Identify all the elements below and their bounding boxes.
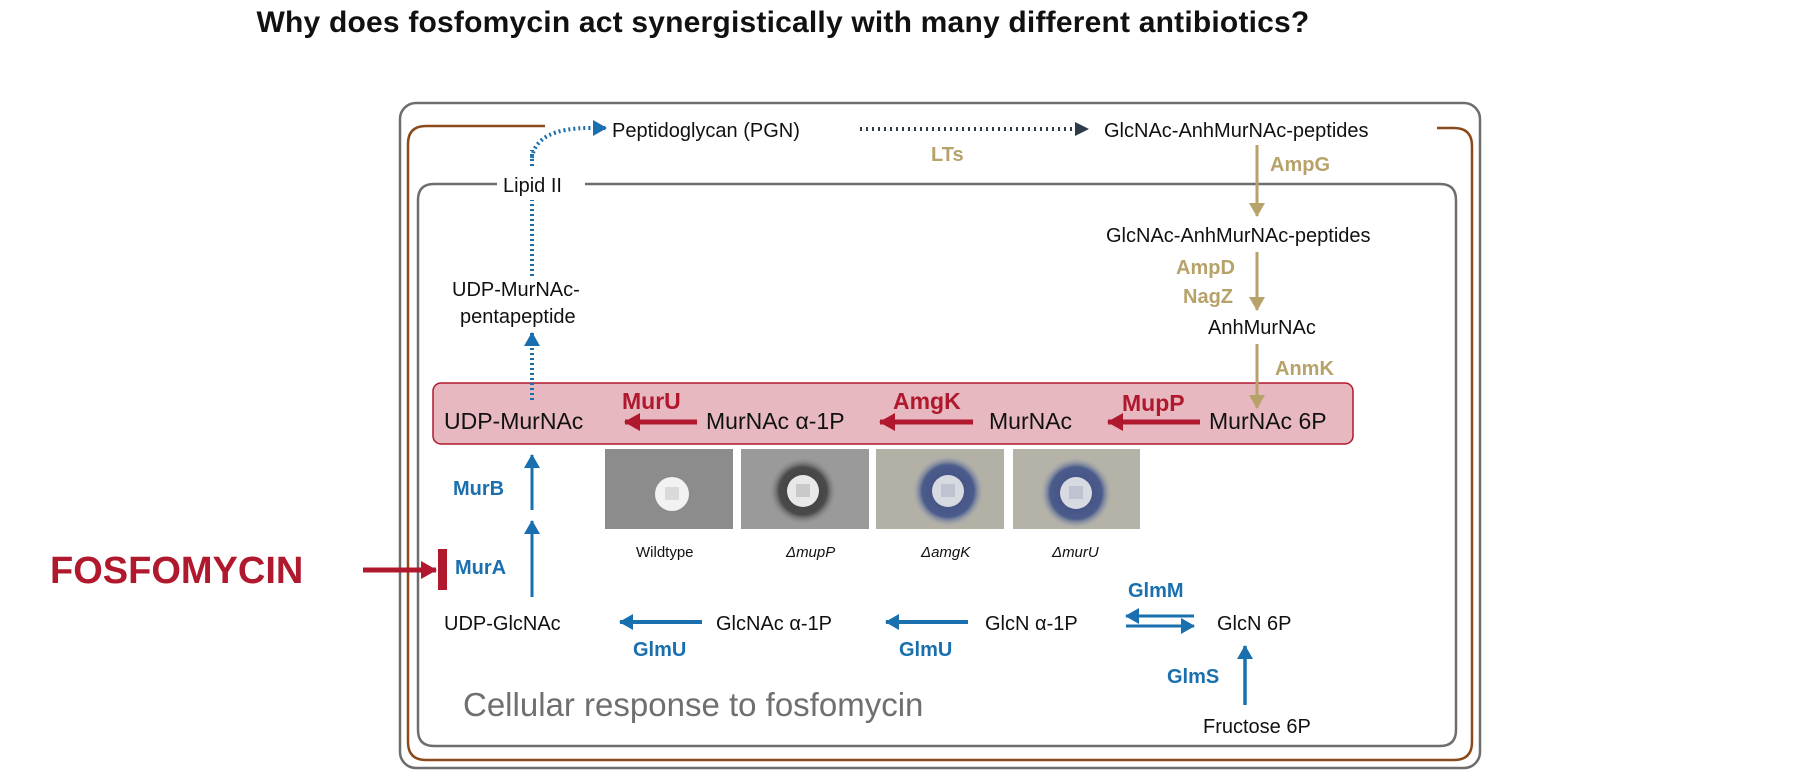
inhibition-bar [438,549,447,590]
ampg-enzyme-label: AmpG [1270,154,1330,176]
mupp-enzyme-label: MupP [1122,390,1185,416]
plate-caption-muru: ΔmurU [1051,544,1099,561]
inner-membrane [416,182,1458,748]
peptides-periplasm-label: GlcNAc-AnhMurNAc-peptides [1104,120,1369,142]
udp-glcnac-label: UDP-GlcNAc [444,613,561,635]
glmu-enzyme-label-2: GlmU [899,639,952,661]
anhmurnac-label: AnhMurNAc [1208,317,1316,339]
nagz-enzyme-label: NagZ [1183,286,1233,308]
outer-membrane [406,124,1474,762]
udp-murnac-pentapeptide-label-2: pentapeptide [460,306,576,328]
lts-enzyme-label: LTs [931,144,964,166]
diagram-subtitle: Cellular response to fosfomycin [463,686,923,723]
udp-murnac-pentapeptide-label: UDP-MurNAc- [452,279,580,301]
plate-caption-mupp: ΔmupP [785,544,835,561]
glcn-alpha-1p-label: GlcN α-1P [985,613,1078,635]
muru-enzyme-label: MurU [622,388,681,414]
fructose-6p-label: Fructose 6P [1203,716,1311,738]
glcnac-alpha-1p-label: GlcNAc α-1P [716,613,832,635]
lipid-ii-label: Lipid II [503,175,562,197]
lipid-ii-to-pgn-curve [530,120,607,159]
glms-enzyme-label: GlmS [1167,666,1219,688]
cell-envelope [398,101,1482,770]
plate-wildtype [605,449,733,529]
mura-enzyme-label: MurA [455,557,506,579]
murnac-6p-label: MurNAc 6P [1209,408,1327,434]
slide-title: Why does fosfomycin act synergistically … [256,6,1310,39]
murb-enzyme-label: MurB [453,478,504,500]
murnac-label: MurNAc [989,408,1072,434]
glcn-6p-label: GlcN 6P [1217,613,1291,635]
plate-caption-wildtype: Wildtype [636,544,694,561]
plate-caption-amgk: ΔamgK [920,544,971,561]
glmu-enzyme-label-1: GlmU [633,639,686,661]
amgk-enzyme-label: AmgK [893,388,961,414]
anmk-enzyme-label: AnmK [1275,358,1334,380]
murnac-alpha-1p-label: MurNAc α-1P [706,408,845,434]
plate-amgk [876,449,1004,529]
glmm-enzyme-label: GlmM [1128,580,1184,602]
fosfomycin-label: FOSFOMYCIN [50,550,303,592]
peptides-cytoplasm-label: GlcNAc-AnhMurNAc-peptides [1106,225,1371,247]
peptidoglycan-label: Peptidoglycan (PGN) [612,120,800,142]
udp-murnac-label: UDP-MurNAc [444,408,583,434]
plate-muru [1013,449,1140,529]
ampd-enzyme-label: AmpD [1176,257,1235,279]
plate-mupp [741,449,869,529]
